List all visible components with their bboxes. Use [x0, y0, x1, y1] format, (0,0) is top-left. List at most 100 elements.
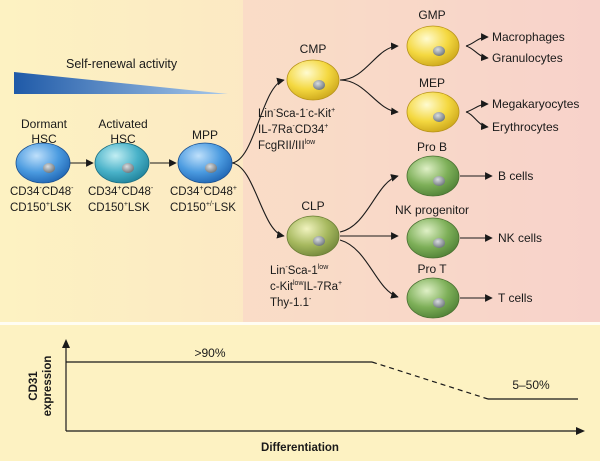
- marker-sup: +: [324, 123, 328, 130]
- marker-sup: -: [39, 185, 42, 192]
- marker: c-Kit: [308, 108, 332, 120]
- marker-sup: +: [331, 107, 335, 114]
- marker: CD48: [42, 186, 71, 198]
- marker-sup: -: [273, 107, 276, 114]
- marker: Thy-1.1: [270, 297, 309, 309]
- x-axis-arrowhead: [576, 427, 585, 435]
- marker: IL-7Ra: [304, 281, 339, 293]
- y-axis-label-1: CD31: [28, 371, 40, 401]
- cell-mep: [406, 91, 460, 133]
- output-megakaryocytes: Megakaryocytes: [492, 97, 579, 111]
- arrow-cmp-mep: [339, 79, 399, 116]
- activated-hsc-title-2: HSC: [110, 132, 136, 146]
- x-axis-label: Differentiation: [261, 442, 339, 454]
- nk-progenitor-title: NK progenitor: [395, 203, 469, 217]
- expression-panel: [0, 322, 600, 461]
- cell-pro-t: [406, 277, 460, 319]
- cell-mpp: [177, 142, 233, 184]
- marker: Sca-1: [276, 108, 306, 120]
- marker: IL-7Ra: [258, 124, 293, 136]
- self-renewal-ramp: [14, 72, 228, 94]
- marker-sup: low: [305, 139, 316, 146]
- arrow-mep-megakaryocytes: [465, 100, 489, 113]
- output-nk-cells: NK cells: [498, 231, 542, 245]
- y-axis-arrowhead: [62, 339, 70, 348]
- cell-clp: [286, 215, 340, 257]
- y-axis-label-2: expression: [42, 356, 54, 417]
- activated-hsc-title-1: Activated: [98, 117, 147, 131]
- arrow-mep-erythrocytes: [465, 111, 489, 131]
- pro-t-title: Pro T: [417, 262, 447, 276]
- marker: CD150: [88, 202, 124, 214]
- marker-sup: -: [151, 185, 154, 192]
- arrow-gmp-granulocytes: [465, 45, 489, 62]
- marker: CD48: [204, 186, 233, 198]
- expression-low-label: 5–50%: [512, 378, 550, 392]
- marker-sup: +: [46, 201, 50, 208]
- pro-b-title: Pro B: [417, 140, 447, 154]
- arrow-gmp-macrophages: [465, 33, 489, 47]
- clp-markers-1: Lin-Sca-1low: [270, 264, 329, 277]
- cell-cmp: [286, 59, 340, 101]
- marker: Lin: [270, 265, 285, 277]
- marker-sup: +: [338, 280, 342, 287]
- self-renewal-label: Self-renewal activity: [66, 57, 178, 71]
- marker-sup: +: [124, 201, 128, 208]
- arrow-clp-prot: [339, 239, 399, 299]
- marker: CD34: [295, 124, 325, 136]
- cd31-expression-plot: >90% 5–50% Differentiation CD31 expressi…: [28, 339, 585, 454]
- mpp-markers-2: CD150+/-LSK: [170, 201, 236, 214]
- output-b-cells: B cells: [498, 169, 533, 183]
- mpp-title: MPP: [192, 128, 218, 142]
- cmp-markers-3: FcgRII/IIIlow: [258, 139, 316, 152]
- marker: c-Kit: [270, 281, 294, 293]
- cmp-markers-1: Lin-Sca-1-c-Kit+: [258, 107, 335, 120]
- marker-sup: -: [293, 123, 296, 130]
- output-granulocytes: Granulocytes: [492, 51, 563, 65]
- marker: CD48: [122, 186, 151, 198]
- panel-divider: [0, 322, 600, 325]
- output-macrophages: Macrophages: [492, 30, 565, 44]
- marker-sup: +/-: [206, 201, 215, 208]
- marker: LSK: [50, 202, 72, 214]
- marker-sup: +: [233, 185, 237, 192]
- gmp-title: GMP: [418, 8, 445, 22]
- marker-sup: +: [117, 185, 121, 192]
- marker-sup: -: [71, 185, 74, 192]
- arrow-clp-prob: [339, 174, 399, 233]
- marker-sup: -: [285, 264, 288, 271]
- marker-sup: +: [199, 185, 203, 192]
- cell-dormant-hsc: [15, 142, 71, 184]
- marker: FcgRII/III: [258, 140, 305, 152]
- marker: LSK: [128, 202, 150, 214]
- cell-activated-hsc: [94, 142, 150, 184]
- dormant-hsc-markers-2: CD150+LSK: [10, 201, 72, 214]
- mep-title: MEP: [419, 76, 445, 90]
- cell-gmp: [406, 25, 460, 67]
- dormant-hsc-markers-1: CD34-CD48-: [10, 185, 74, 198]
- cmp-markers-2: IL-7Ra-CD34+: [258, 123, 328, 136]
- cmp-title: CMP: [300, 42, 327, 56]
- marker: Lin: [258, 108, 273, 120]
- clp-title: CLP: [301, 199, 324, 213]
- cell-nk-progenitor: [406, 217, 460, 259]
- marker-sup: -: [306, 107, 309, 114]
- cell-pro-b: [406, 155, 460, 197]
- arrow-mpp-clp: [231, 162, 285, 239]
- mpp-markers-1: CD34+CD48+: [170, 185, 237, 198]
- dormant-hsc-title-2: HSC: [31, 132, 57, 146]
- output-erythrocytes: Erythrocytes: [492, 120, 559, 134]
- marker: LSK: [214, 202, 236, 214]
- marker-sup: low: [293, 280, 304, 287]
- connectors: [70, 33, 493, 302]
- clp-markers-2: c-KitlowIL-7Ra+: [270, 280, 342, 293]
- marker: CD150: [10, 202, 46, 214]
- clp-markers-3: Thy-1.1-: [270, 296, 312, 309]
- marker: Sca-1: [288, 265, 318, 277]
- marker: CD34: [10, 186, 40, 198]
- arrow-mpp-cmp: [231, 77, 285, 164]
- dormant-hsc-title-1: Dormant: [21, 117, 68, 131]
- marker: CD150: [170, 202, 206, 214]
- arrow-cmp-gmp: [339, 42, 399, 81]
